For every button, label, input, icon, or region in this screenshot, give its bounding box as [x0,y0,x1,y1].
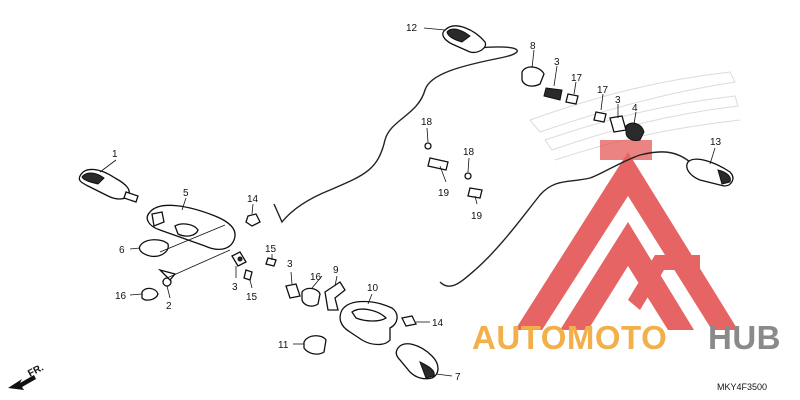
bracket-5 [146,204,236,251]
clamp-18-19-right [464,172,483,199]
callout-3-upper: 3 [554,57,560,68]
callout-19-right: 19 [471,211,483,222]
nut-14-lower [401,315,417,327]
turn-signal-7 [395,343,439,380]
callout-17-upper: 17 [571,73,583,84]
callout-1: 1 [112,149,118,160]
clip-3-left [231,251,247,267]
leader-lines [99,27,716,377]
rubber-cushion-6 [138,239,169,258]
clip-3-right [609,115,627,133]
callout-13: 13 [710,137,722,148]
grommet-4 [625,122,645,141]
bolt-17-upper [565,93,579,105]
background-wing-logo [529,71,741,161]
callout-7: 7 [455,372,461,383]
callout-15-left: 15 [246,292,258,303]
clip-3-upper [543,87,563,101]
bracket-10 [339,300,398,346]
turn-signal-13 [686,158,734,187]
callout-18-left: 18 [421,117,433,128]
nut-14-upper [245,213,261,227]
clip-3-center [285,283,301,299]
clamp-18-19-left [424,142,449,171]
callout-17-lower: 17 [597,85,609,96]
grommet-16-center [301,287,321,307]
grommet-8 [521,66,545,87]
diagram-code: MKY4F3500 [717,382,767,392]
bolt-17-lower [593,111,607,123]
callout-14-lower: 14 [432,318,444,329]
direction-label: FR. [26,362,46,379]
callout-2: 2 [166,301,172,312]
callout-19-left: 19 [438,188,450,199]
callout-5: 5 [183,188,189,199]
grommet-11 [303,335,327,355]
rear-turn-signal-wires [273,46,691,287]
turn-signal-1 [78,168,139,203]
callout-11: 11 [278,340,289,351]
callout-4: 4 [632,103,638,114]
washer-2 [157,268,177,287]
screw-15-center [265,257,277,267]
callout-14-upper: 14 [247,194,259,205]
callout-8: 8 [530,41,536,52]
callout-16-left: 16 [115,291,127,302]
callout-15-center: 15 [265,244,277,255]
callout-16-center: 16 [310,272,322,283]
callout-3-center: 3 [287,259,293,270]
turn-signal-12 [442,25,487,54]
watermark-text-gray: HUB [708,319,781,356]
callout-6: 6 [119,245,125,256]
screw-15-left [243,269,253,281]
callout-numbers: 12 8 3 17 17 3 4 13 18 18 19 19 1 5 14 6… [112,23,722,383]
front-direction-indicator: FR. [8,362,46,390]
callout-10: 10 [367,283,379,294]
grommet-16-left [141,287,159,301]
callout-12: 12 [406,23,418,34]
watermark-text-orange: AUTOMOTO [472,319,667,356]
callout-9: 9 [333,265,339,276]
callout-3-left: 3 [232,282,238,293]
bracket-9 [324,281,346,311]
front-arrow-icon [8,375,36,390]
callout-3-right: 3 [615,95,621,106]
callout-18-right: 18 [463,147,475,158]
watermark-text: AUTOMOTO HUB [472,319,781,356]
